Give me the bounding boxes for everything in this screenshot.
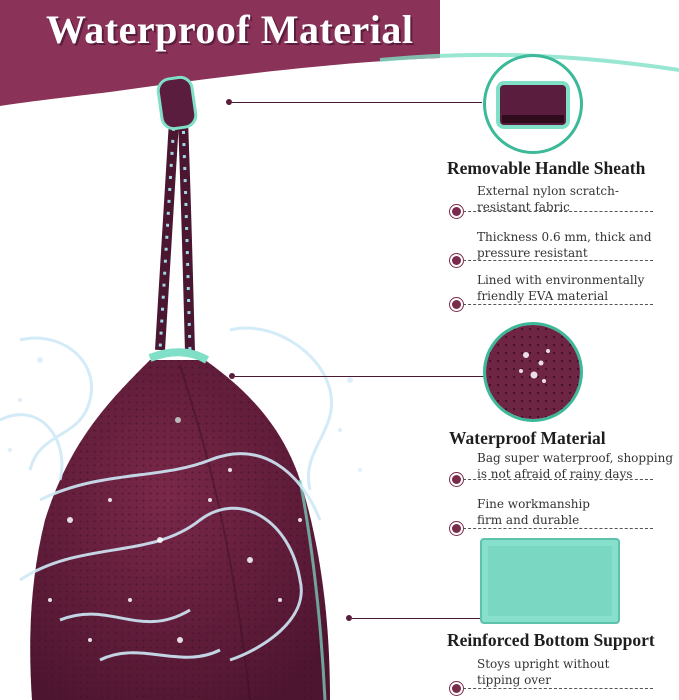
feature-divider: [463, 688, 653, 689]
feature-divider: [463, 528, 653, 529]
waterproof-section-heading: Waterproof Material: [449, 428, 606, 448]
feature-bullet: [452, 524, 461, 533]
feature-divider: [463, 479, 653, 480]
bottom-pointer-dot: [346, 615, 352, 621]
handle-pointer-line: [232, 102, 482, 103]
feature-bullet: [452, 207, 461, 216]
feature-text: External nylon scratch-resistant fabric: [477, 184, 619, 214]
bottom-support-board-image: [480, 538, 620, 624]
page-title: Waterproof Material: [46, 7, 414, 52]
feature-divider: [463, 304, 653, 305]
handle-pointer-dot: [226, 99, 232, 105]
feature-text: Lined with environmentally friendly EVA …: [477, 273, 645, 303]
header-banner: [0, 0, 679, 106]
feature-text: Bag super waterproof, shopping is not af…: [477, 451, 674, 481]
feature-bullet: [452, 256, 461, 265]
feature-bullet: [452, 300, 461, 309]
material-pointer-dot: [229, 373, 235, 379]
bottom-section-heading: Reinforced Bottom Support: [447, 630, 655, 650]
waterproof-material-detail-image: [483, 322, 583, 422]
bottom-pointer-line: [352, 618, 482, 619]
handle-section-heading: Removable Handle Sheath: [447, 158, 646, 178]
feature-text: Stoys upright without tipping over: [477, 657, 610, 687]
material-pointer-line: [235, 376, 485, 377]
feature-bullet: [452, 475, 461, 484]
feature-text: Thickness 0.6 mm, thick and pressure res…: [477, 230, 652, 260]
tote-bag-image: [0, 75, 362, 700]
feature-text: Fine workmanship firm and durable: [477, 497, 590, 527]
feature-bullet: [452, 684, 461, 693]
handle-sheath-detail-image: [483, 54, 583, 154]
feature-divider: [463, 260, 653, 261]
feature-divider: [463, 211, 653, 212]
